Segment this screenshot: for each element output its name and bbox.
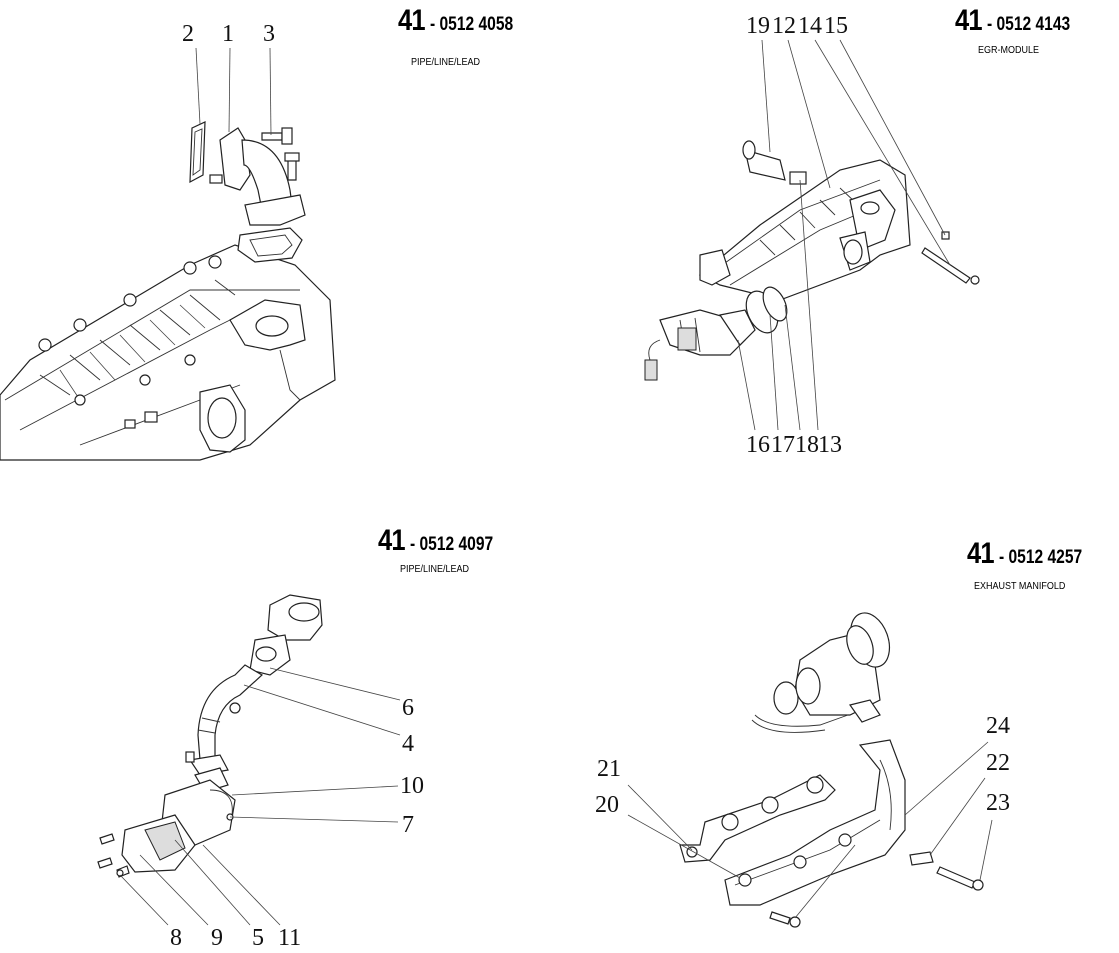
callout-12: 12: [772, 13, 796, 39]
exhaust-manifold-drawing: [627, 612, 993, 928]
callout-21: 21: [597, 756, 621, 782]
callout-2: 2: [182, 21, 194, 47]
callout-10: 10: [400, 773, 424, 799]
callout-19: 19: [746, 13, 770, 39]
callout-14: 14: [798, 13, 822, 39]
section-header-4097: 41 - 0512 4097: [378, 524, 511, 558]
callout-20: 20: [595, 792, 619, 818]
section-header-4058: 41 - 0512 4058: [398, 4, 531, 38]
section-header-4257: 41 - 0512 4257: [967, 537, 1100, 571]
callout-1: 1: [222, 21, 234, 47]
callout-3: 3: [263, 21, 275, 47]
part-code: - 0512 4058: [429, 14, 513, 35]
section-header-4143: 41 - 0512 4143: [955, 4, 1088, 38]
callout-8: 8: [170, 925, 182, 951]
callout-22: 22: [986, 750, 1010, 776]
section-title: EGR-MODULE: [978, 45, 1040, 56]
callout-5: 5: [252, 925, 264, 951]
section-title: PIPE/LINE/LEAD: [411, 57, 481, 68]
egr-pipe-drawing: [97, 594, 401, 926]
callout-6: 6: [402, 695, 414, 721]
part-code: - 0512 4143: [986, 14, 1070, 35]
callout-15: 15: [824, 13, 848, 39]
callout-18: 18: [795, 432, 819, 458]
callout-4: 4: [402, 731, 414, 757]
group-number: 41: [955, 4, 983, 37]
callout-13: 13: [818, 432, 842, 458]
callout-16: 16: [746, 432, 770, 458]
part-code: - 0512 4257: [998, 547, 1082, 568]
callout-9: 9: [211, 925, 223, 951]
callout-17: 17: [771, 432, 795, 458]
group-number: 41: [378, 524, 406, 557]
group-number: 41: [398, 4, 426, 37]
group-number: 41: [967, 537, 995, 570]
intake-manifold-drawing: [0, 47, 336, 461]
part-code: - 0512 4097: [409, 534, 493, 555]
section-title: PIPE/LINE/LEAD: [400, 564, 470, 575]
callout-23: 23: [986, 790, 1010, 816]
callout-11: 11: [278, 925, 302, 951]
section-title: EXHAUST MANIFOLD: [974, 581, 1066, 592]
egr-module-drawing: [644, 39, 980, 431]
callout-7: 7: [402, 812, 414, 838]
callout-24: 24: [986, 713, 1010, 739]
